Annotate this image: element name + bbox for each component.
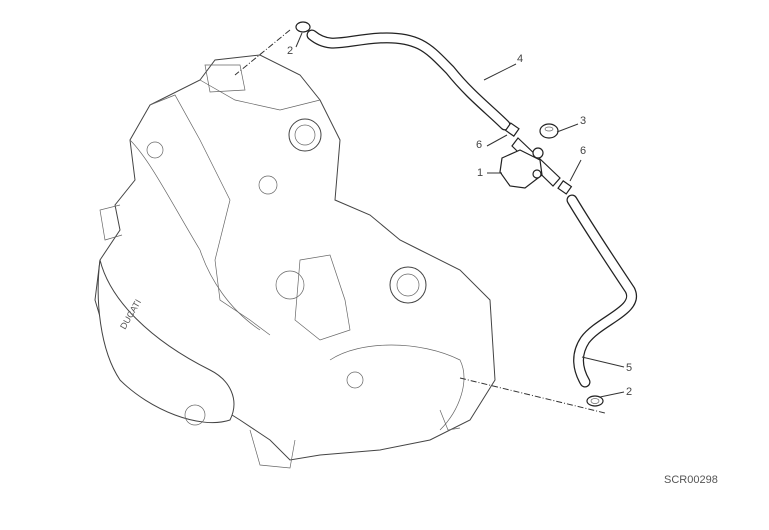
engine-illustration: DUCATI	[94, 54, 496, 469]
assembly-line-bottom	[459, 377, 606, 414]
assembly-line-top	[234, 29, 291, 76]
valve-assembly	[499, 122, 573, 195]
fitting-6-left	[504, 122, 520, 137]
callout-3: 3	[580, 115, 587, 127]
fitting-6-right	[557, 180, 573, 195]
drawing-code: SCR00298	[664, 474, 718, 486]
callout-1: 1	[477, 167, 484, 179]
callout-5: 5	[626, 362, 633, 374]
hose-4	[306, 29, 511, 131]
callout-2-bottom: 2	[626, 386, 633, 398]
callout-2-top: 2	[287, 45, 294, 57]
callout-6-right: 6	[580, 145, 587, 157]
callout-6-left: 6	[476, 139, 483, 151]
clamp-top	[295, 21, 311, 33]
clamp-bottom	[586, 395, 604, 407]
callout-4: 4	[517, 53, 524, 65]
